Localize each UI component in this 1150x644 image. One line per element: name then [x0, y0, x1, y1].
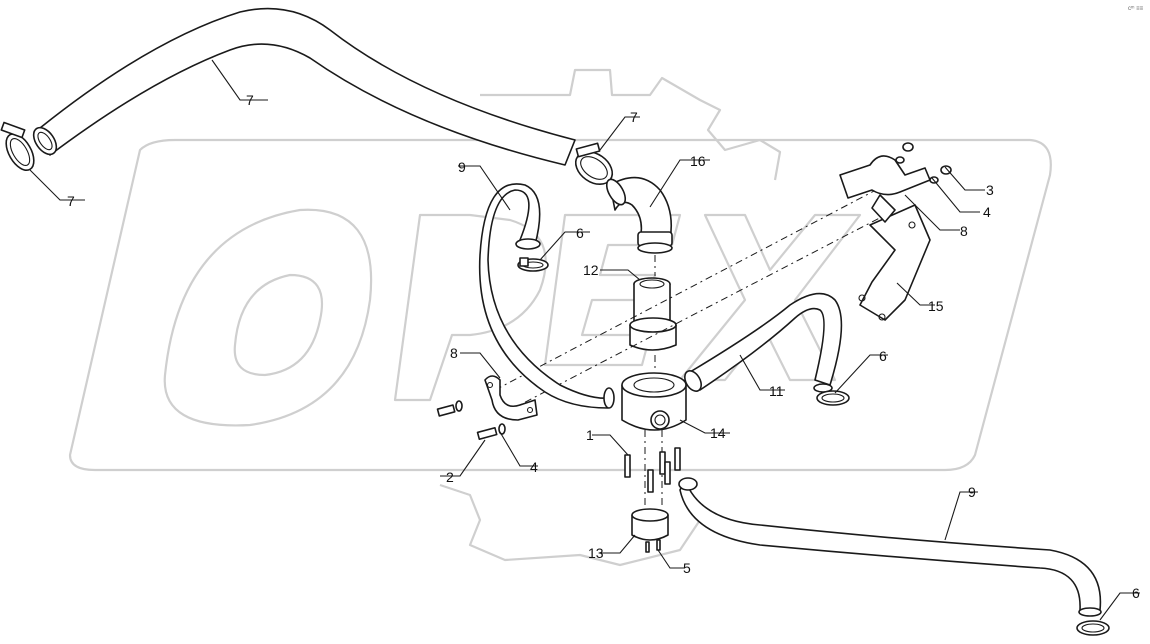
hose-clamp-6-right	[816, 390, 850, 406]
hose-11	[684, 292, 843, 393]
label-1: 1	[586, 427, 594, 443]
bracket-8-left	[484, 375, 538, 421]
hose-9-upper	[478, 183, 615, 409]
label-10: 7	[246, 92, 254, 108]
label-5: 5	[683, 560, 691, 576]
label-14: 14	[710, 425, 726, 441]
label-16: 16	[690, 153, 706, 169]
label-9-upper: 9	[458, 159, 466, 175]
housing-14	[621, 372, 687, 431]
label-11: 11	[769, 383, 784, 399]
label-3: 3	[986, 182, 994, 198]
label-4-right: 4	[983, 204, 991, 220]
hose-9-lower	[678, 477, 1102, 617]
label-9-lower: 9	[968, 484, 976, 500]
label-6-right: 6	[879, 348, 887, 364]
bolt-2	[476, 423, 506, 440]
label-6-lower: 6	[1132, 585, 1140, 601]
bracket-15	[858, 204, 931, 321]
bolt-left-upper	[436, 400, 463, 417]
label-6-upper: 6	[576, 225, 584, 241]
label-8-right: 8	[960, 223, 968, 239]
pipe-adapter-12	[629, 277, 677, 351]
label-13: 13	[588, 545, 604, 561]
label-15: 15	[928, 298, 944, 314]
label-12: 12	[583, 262, 599, 278]
label-4-left: 4	[530, 459, 538, 475]
elbow-16	[605, 176, 673, 254]
label-2: 2	[446, 469, 454, 485]
corner-mark: cᵐ ≡≡	[1128, 6, 1144, 12]
bolts-1	[624, 447, 681, 493]
label-7-left: 7	[67, 193, 75, 209]
part-labels: 7 7 7 16 9 6 12 3 4 8 15 8 6 11 14 1 2 4…	[67, 92, 1140, 601]
bracket-8-right	[839, 155, 931, 223]
leader-lines	[29, 59, 1140, 621]
hose-clamp-6-upper	[517, 257, 549, 272]
label-7-right: 7	[630, 109, 638, 125]
hose-10	[32, 7, 576, 166]
hose-clamp-7-left	[0, 121, 35, 171]
plug-13	[631, 508, 669, 541]
hose-clamp-6-lower	[1076, 620, 1110, 636]
label-8-left: 8	[450, 345, 458, 361]
